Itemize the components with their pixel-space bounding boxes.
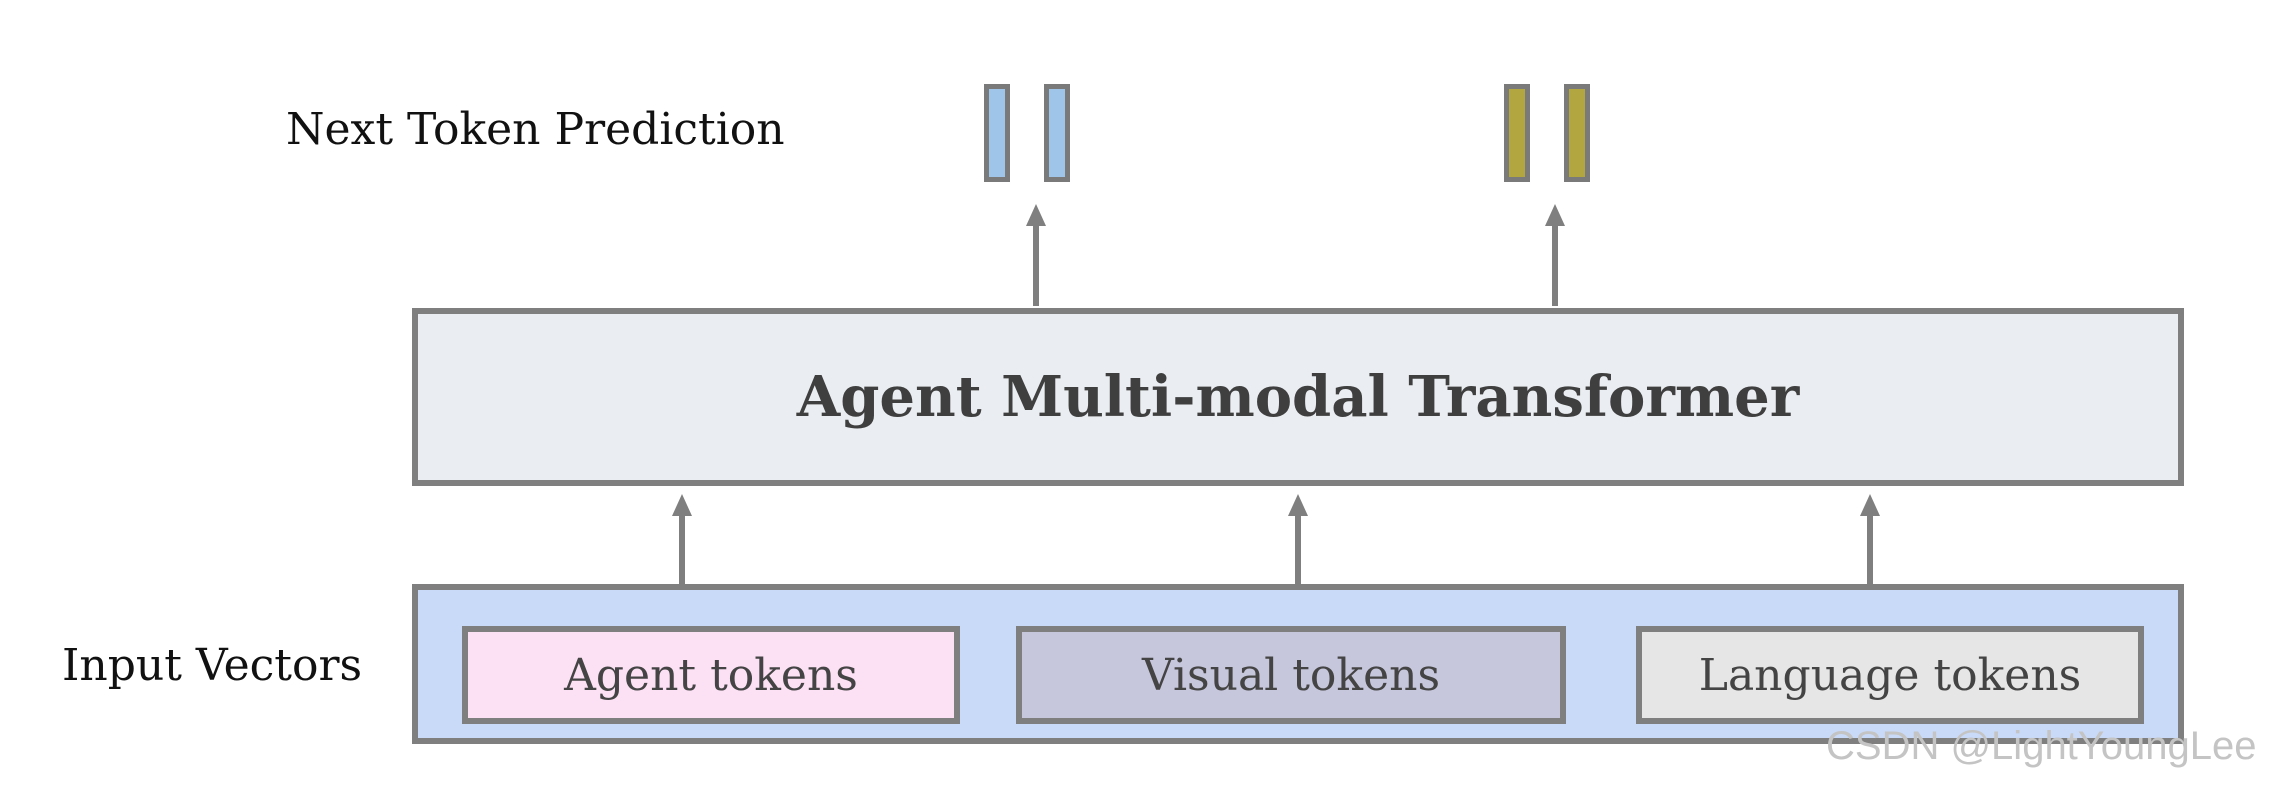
input-vectors-frame: Agent tokens Visual tokens Language toke… [412,584,2184,744]
agent-tokens-box: Agent tokens [462,626,960,724]
output-token-bar [1044,84,1070,182]
language-tokens-box: Language tokens [1636,626,2144,724]
output-token-bar [1504,84,1530,182]
visual-tokens-box: Visual tokens [1016,626,1566,724]
watermark: CSDN @LightYoungLee [1826,724,2257,768]
next-token-prediction-label: Next Token Prediction [286,104,785,155]
language-tokens-label: Language tokens [1698,649,2082,701]
output-token-bar [984,84,1010,182]
transformer-title: Agent Multi-modal Transformer [796,364,1800,430]
transformer-block: Agent Multi-modal Transformer [412,308,2184,486]
output-token-bar [1564,84,1590,182]
visual-tokens-label: Visual tokens [1141,649,1441,701]
input-vectors-label: Input Vectors [62,640,363,691]
agent-tokens-label: Agent tokens [564,649,858,701]
